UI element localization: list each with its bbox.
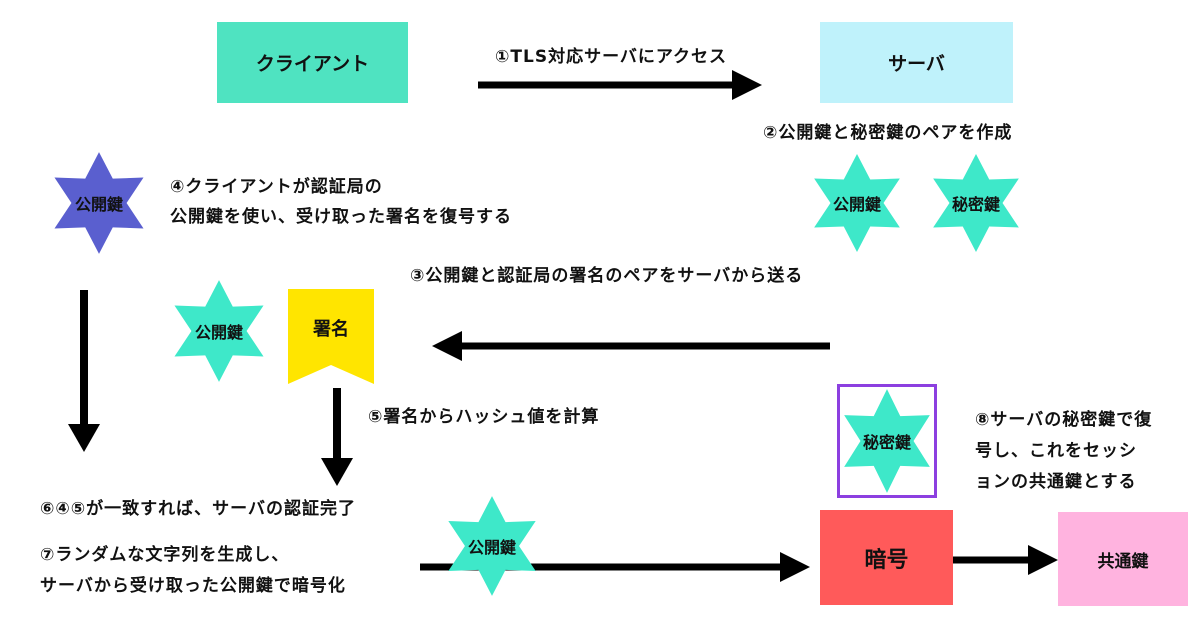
arrow-signature-down <box>321 388 353 486</box>
common-key-label: 共通鍵 <box>1097 551 1149 572</box>
step4-text-line2: 公開鍵を使い、受け取った署名を復号する <box>170 207 512 227</box>
public-key-encrypt-star: 公開鍵 <box>440 494 544 598</box>
private-key-decrypt-star: 秘密鍵 <box>836 387 938 495</box>
step6-text: ⑥④⑤が一致すれば、サーバの認証完了 <box>40 499 357 519</box>
step8-text-line1: ⑧サーバの秘密鍵で復 <box>975 410 1153 430</box>
private-key-server-label: 秘密鍵 <box>951 195 1000 214</box>
step3-text: ③公開鍵と認証局の署名のペアをサーバから送る <box>410 266 804 286</box>
private-key-highlight-box <box>837 384 937 498</box>
step7-text-line2: サーバから受け取った公開鍵で暗号化 <box>40 576 346 596</box>
step8-text-line2: 号し、これをセッシ <box>975 441 1137 461</box>
cipher-box: 暗号 <box>820 510 953 605</box>
cipher-label: 暗号 <box>864 547 909 573</box>
ca-public-key-label: 公開鍵 <box>74 195 123 214</box>
signature-label: 署名 <box>313 319 349 340</box>
client-label: クライアント <box>255 53 370 75</box>
public-key-encrypt-label: 公開鍵 <box>467 538 516 557</box>
arrow-client-to-server <box>478 70 762 100</box>
public-key-server-label: 公開鍵 <box>832 195 881 214</box>
step8-text-line3: ョンの共通鍵とする <box>975 472 1137 492</box>
server-box: サーバ <box>820 22 1013 103</box>
client-box: クライアント <box>217 22 408 103</box>
public-key-server-star: 公開鍵 <box>806 152 908 254</box>
arrow-left-down <box>68 290 100 452</box>
step5-text: ⑤署名からハッシュ値を計算 <box>368 407 600 427</box>
arrow-server-to-client <box>432 331 830 361</box>
arrow-cipher-to-common-key <box>938 545 1058 575</box>
step7-text-line1: ⑦ランダムな文字列を生成し、 <box>40 545 290 565</box>
step4-text-line1: ④クライアントが認証局の <box>170 177 383 197</box>
ca-public-key-star: 公開鍵 <box>46 150 152 256</box>
step2-text: ②公開鍵と秘密鍵のペアを作成 <box>763 123 1013 143</box>
common-key-box: 共通鍵 <box>1058 512 1188 606</box>
private-key-server-star: 秘密鍵 <box>925 152 1027 254</box>
step1-text: ①TLS対応サーバにアクセス <box>495 47 728 67</box>
public-key-transfer-label: 公開鍵 <box>194 323 243 342</box>
private-key-decrypt-label: 秘密鍵 <box>862 433 911 452</box>
server-label: サーバ <box>888 53 945 75</box>
signature-ribbon: 署名 <box>288 289 374 384</box>
public-key-transfer-star: 公開鍵 <box>166 278 272 384</box>
